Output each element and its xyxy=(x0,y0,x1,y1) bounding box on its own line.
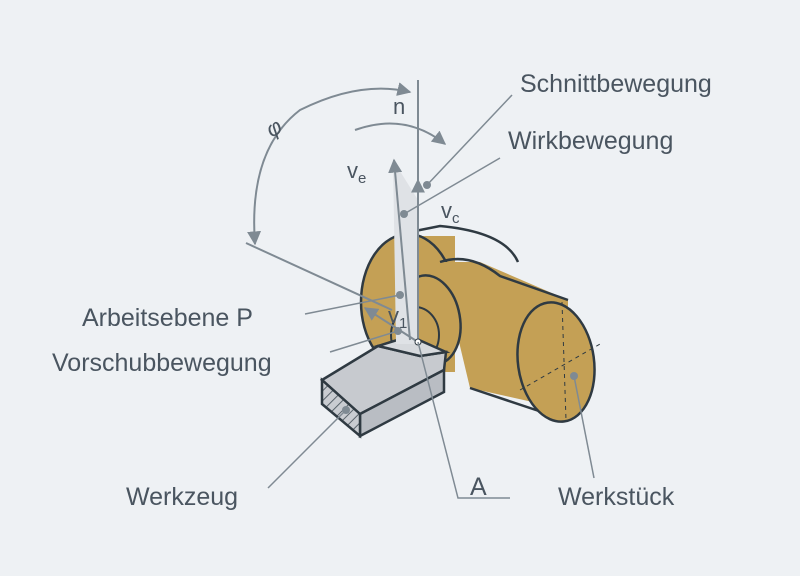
symbol-vc-sub: c xyxy=(452,210,460,227)
vf-vector xyxy=(363,307,419,343)
n-arc xyxy=(354,122,447,145)
small-cylinder-end xyxy=(516,301,596,423)
symbol-ve-sub: e xyxy=(358,170,366,187)
leader-plane xyxy=(304,294,401,315)
label-working-plane: Arbeitsebene P xyxy=(82,304,253,332)
phi-arc xyxy=(247,82,412,246)
leader-feed xyxy=(329,330,399,353)
workpiece-axis-vert xyxy=(561,301,567,421)
symbol-vc-base: v xyxy=(441,198,452,223)
label-workpiece: Werkstück xyxy=(558,483,675,511)
leader-workpiece xyxy=(573,375,595,479)
leader-point-a xyxy=(417,341,510,499)
symbol-n: n xyxy=(393,94,405,119)
label-feed-motion: Vorschubbewegung xyxy=(52,349,272,377)
phi-reference-line xyxy=(245,242,393,311)
label-point-a: A xyxy=(470,473,487,501)
tool-shape xyxy=(319,334,451,439)
label-cutting-motion: Schnittbewegung xyxy=(520,70,712,98)
symbol-ve-base: v xyxy=(347,158,358,183)
leader-cutting xyxy=(426,94,513,186)
label-effective-motion: Wirkbewegung xyxy=(508,127,673,155)
symbol-vf: v1 xyxy=(388,303,407,332)
symbol-vc: vc xyxy=(441,198,460,227)
label-tool: Werkzeug xyxy=(126,483,238,511)
tool-end-face xyxy=(320,377,362,439)
leader-effective xyxy=(403,157,501,215)
symbol-ve: ve xyxy=(347,158,366,187)
leader-lines xyxy=(267,94,595,499)
angle-arcs xyxy=(245,82,447,311)
symbol-vf-base: v xyxy=(388,303,399,328)
large-cylinder-top xyxy=(399,224,520,263)
leader-tool xyxy=(267,409,347,489)
symbol-vf-sub: 1 xyxy=(399,315,407,332)
